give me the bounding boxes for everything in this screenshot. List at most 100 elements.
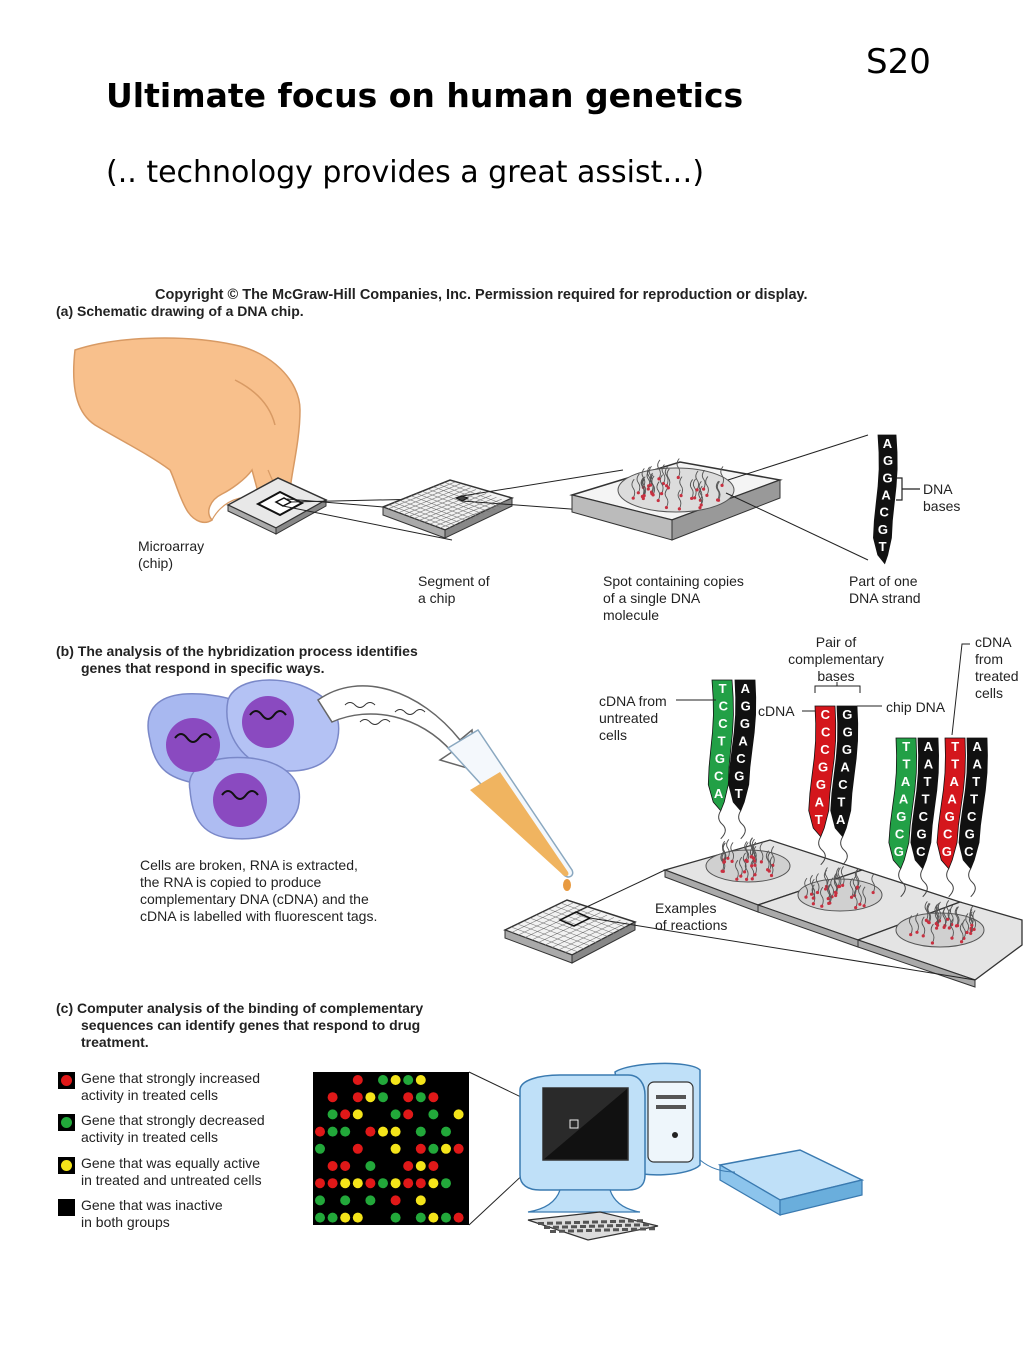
dna-spot (569, 458, 783, 541)
grid-spot (390, 1126, 401, 1137)
label-cdna-treated: cDNA from treated cells (975, 634, 1019, 701)
grid-spot (415, 1195, 426, 1206)
chip-segment (380, 479, 515, 539)
svg-text:G: G (883, 453, 893, 468)
grid-spot (428, 1178, 439, 1189)
svg-text:G: G (715, 751, 725, 766)
svg-text:C: C (895, 826, 905, 841)
computer-illustration (519, 1062, 865, 1241)
label-segment: Segment of a chip (418, 573, 490, 606)
svg-text:G: G (734, 768, 744, 783)
grid-spot (415, 1092, 426, 1103)
grid-spot (340, 1178, 351, 1189)
svg-text:T: T (970, 792, 978, 807)
svg-text:G: G (965, 826, 975, 841)
label-dna-bases: DNA bases (923, 481, 961, 514)
svg-text:T: T (718, 734, 726, 749)
grid-spot (352, 1075, 363, 1085)
grid-spot (390, 1195, 401, 1206)
hybridization-strands: TCCTGCAAGGACGTCCCGGATGGGACTATTAAGCGAATTC… (707, 679, 988, 898)
grid-spot (415, 1075, 426, 1085)
grid-spot (315, 1126, 325, 1137)
part-a-heading: (a) Schematic drawing of a DNA chip. (56, 303, 304, 319)
grid-spot (340, 1212, 351, 1223)
svg-text:T: T (815, 812, 823, 827)
svg-text:G: G (883, 470, 893, 485)
svg-text:C: C (718, 716, 728, 731)
label-strand: Part of one DNA strand (849, 573, 921, 606)
grid-spot (403, 1075, 414, 1085)
part-b-heading: (b) The analysis of the hybridization pr… (56, 643, 418, 676)
grid-spot (428, 1143, 439, 1154)
grid-spot (340, 1161, 351, 1171)
svg-text:A: A (924, 739, 934, 754)
copyright-notice: Copyright © The McGraw-Hill Companies, I… (155, 287, 808, 303)
slide-number: S20 (866, 42, 931, 82)
grid-spot (441, 1143, 451, 1154)
svg-text:G: G (942, 844, 952, 859)
svg-text:A: A (741, 681, 751, 696)
grid-spot (365, 1126, 376, 1137)
grid-spot (415, 1143, 426, 1154)
label-examples: Examples of reactions (655, 900, 728, 933)
svg-text:T: T (879, 539, 887, 554)
svg-text:T: T (951, 757, 959, 772)
svg-text:A: A (901, 774, 911, 789)
grid-spot (315, 1178, 325, 1189)
grid-spot (441, 1126, 451, 1137)
grid-spot (365, 1195, 376, 1206)
legend-dot-yellow (61, 1160, 72, 1171)
grid-spot (390, 1109, 401, 1120)
grid-spot (315, 1212, 325, 1223)
svg-text:G: G (818, 760, 828, 775)
label-chip-dna: chip DNA (886, 699, 946, 715)
grid-spot (327, 1092, 338, 1103)
grid-spot (403, 1109, 414, 1120)
grid-spot (428, 1092, 439, 1103)
grid-spot (453, 1109, 464, 1120)
svg-text:C: C (736, 751, 746, 766)
grid-spot (428, 1109, 439, 1120)
legend-item-increased: Gene that strongly increased activity in… (58, 1070, 298, 1106)
grid-spot (327, 1126, 338, 1137)
svg-text:G: G (878, 522, 888, 537)
svg-text:C: C (838, 777, 848, 792)
grid-spot (352, 1092, 363, 1103)
svg-text:C: C (820, 742, 830, 757)
grid-spot (415, 1212, 426, 1223)
legend-text: Gene that was equally active in treated … (81, 1155, 262, 1188)
svg-text:A: A (840, 760, 850, 775)
svg-text:A: A (738, 734, 748, 749)
legend-item-equal: Gene that was equally active in treated … (58, 1155, 298, 1191)
legend-item-inactive: Gene that was inactive in both groups (58, 1197, 298, 1233)
legend-swatch (58, 1072, 75, 1089)
grid-spot (390, 1178, 401, 1189)
grid-spot (352, 1212, 363, 1223)
pipette-tube (446, 728, 574, 891)
svg-text:C: C (967, 809, 977, 824)
label-spot: Spot containing copies of a single DNA m… (603, 573, 744, 623)
grid-spot (428, 1212, 439, 1223)
legend-text: Gene that was inactive in both groups (81, 1197, 223, 1230)
svg-text:C: C (880, 505, 890, 520)
grid-spot (352, 1109, 363, 1120)
legend-dot-green (61, 1117, 72, 1128)
svg-text:A: A (883, 436, 893, 451)
grid-spot (352, 1178, 363, 1189)
svg-text:A: A (973, 757, 983, 772)
grid-spot (441, 1212, 451, 1223)
slide-subtitle: (.. technology provides a great assist…) (106, 155, 705, 190)
svg-text:A: A (836, 812, 846, 827)
part-c-heading: (c) Computer analysis of the binding of … (56, 1000, 424, 1050)
grid-spot (378, 1075, 388, 1085)
